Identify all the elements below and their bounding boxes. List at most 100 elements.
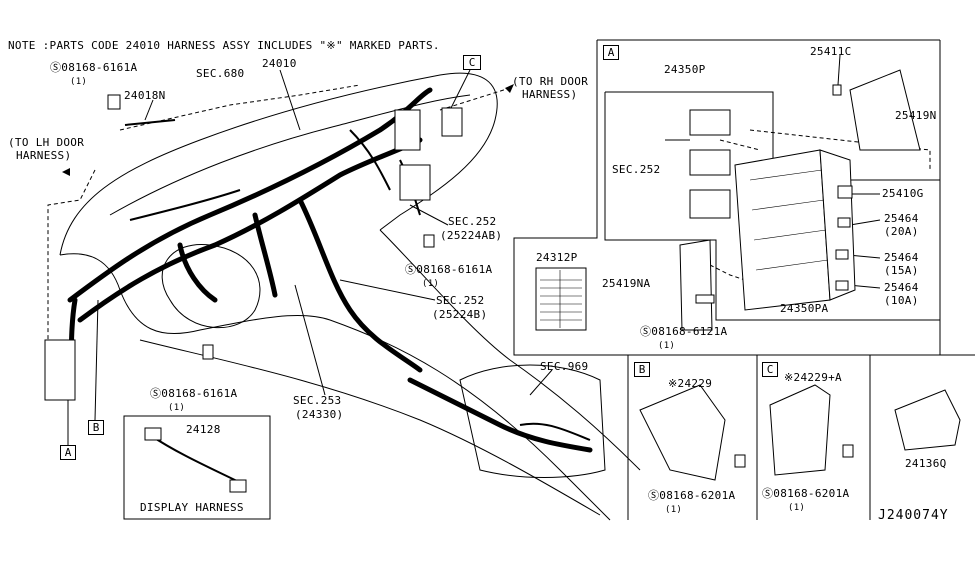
label-24018n: 24018N bbox=[124, 89, 166, 102]
label-bolt-fuse: Ⓢ08168-6121A bbox=[640, 325, 728, 338]
fuse-row-4 bbox=[755, 259, 829, 271]
leader-relay bbox=[719, 139, 761, 151]
part-24136q-body bbox=[894, 389, 961, 451]
connector-block-mid bbox=[399, 164, 431, 201]
callout-a-panel: A bbox=[603, 45, 619, 60]
bracket-25419na bbox=[679, 239, 713, 331]
fuse-20a-icon bbox=[837, 217, 851, 228]
label-24010: 24010 bbox=[262, 57, 297, 70]
callout-b-panel: B bbox=[634, 362, 650, 377]
label-25464-a-amp: (20A) bbox=[884, 225, 919, 238]
relay-3 bbox=[689, 189, 731, 219]
label-bolt-bottom-qty: (1) bbox=[168, 403, 186, 413]
label-25410g: 25410G bbox=[882, 187, 924, 200]
bolt-mid-icon bbox=[423, 234, 435, 248]
harness-branch-down bbox=[297, 197, 423, 373]
leader-to-lh-door bbox=[47, 169, 96, 360]
label-bolt-fuse-qty: (1) bbox=[658, 341, 676, 351]
label-bolt-b-qty: (1) bbox=[665, 505, 683, 515]
harness-main-trunk-2 bbox=[77, 137, 423, 323]
fuse-row-3 bbox=[753, 229, 827, 241]
callout-c-panel: C bbox=[762, 362, 778, 377]
label-display-harness: DISPLAY HARNESS bbox=[140, 501, 244, 514]
harness-branch-b bbox=[252, 212, 278, 298]
label-24229: ※24229 bbox=[668, 377, 713, 390]
fuse-row-1 bbox=[749, 169, 823, 181]
fuse-25410g-icon bbox=[837, 185, 853, 199]
label-25419n: 25419N bbox=[895, 109, 937, 122]
harness-console bbox=[407, 377, 593, 453]
label-bolt-c-qty: (1) bbox=[788, 503, 806, 513]
label-24229a: ※24229+A bbox=[784, 371, 842, 384]
label-to-lh-door-1: (TO LH DOOR bbox=[8, 136, 85, 149]
bolt-fuse-icon bbox=[695, 294, 715, 304]
leader-sec969 bbox=[529, 369, 553, 396]
label-to-rh-door-2: HARNESS) bbox=[522, 88, 578, 101]
harness-thin-console bbox=[519, 422, 591, 441]
arrow-to-rh-door bbox=[505, 84, 514, 93]
leader-sec252-b bbox=[339, 279, 436, 301]
label-25464-a: 25464 bbox=[884, 212, 919, 225]
bolt-top-left-icon bbox=[107, 94, 121, 110]
label-25419na: 25419NA bbox=[602, 277, 651, 290]
bolt-b-icon bbox=[734, 454, 746, 468]
connector-rh-door bbox=[441, 107, 463, 137]
label-bolt-top-left: Ⓢ08168-6161A bbox=[50, 61, 138, 74]
leader-callout-b bbox=[94, 299, 99, 421]
fuse-10a-icon bbox=[835, 280, 849, 291]
harness-thin-2 bbox=[349, 129, 391, 191]
label-sec252-a-sub: (25224AB) bbox=[440, 229, 503, 242]
label-25464-c-amp: (10A) bbox=[884, 294, 919, 307]
label-sec252-b: SEC.252 bbox=[436, 294, 485, 307]
label-sec969: SEC.969 bbox=[540, 360, 589, 373]
fuse-15a-icon bbox=[835, 249, 849, 260]
harness-thin-1 bbox=[129, 189, 241, 221]
relay-2 bbox=[689, 149, 731, 176]
harness-main-trunk bbox=[67, 87, 433, 303]
harness-branch-a bbox=[177, 242, 218, 303]
label-bolt-bottom: Ⓢ08168-6161A bbox=[150, 387, 238, 400]
fuse-box-body bbox=[734, 149, 831, 311]
leader-sec252-a bbox=[409, 204, 449, 226]
label-25464-b: 25464 bbox=[884, 251, 919, 264]
label-to-rh-door-1: (TO RH DOOR bbox=[512, 75, 589, 88]
dash-outline bbox=[59, 72, 498, 256]
leader-sec253 bbox=[294, 284, 326, 396]
bracket-25419n bbox=[849, 69, 921, 151]
leader-c bbox=[449, 69, 471, 111]
part-24229a-body bbox=[769, 384, 831, 476]
leader-24018n bbox=[144, 99, 154, 121]
harness-thin-24018n bbox=[124, 119, 176, 126]
note-text: NOTE :PARTS CODE 24010 HARNESS ASSY INCL… bbox=[8, 39, 440, 52]
label-sec252-a: SEC.252 bbox=[448, 215, 497, 228]
panel-display-harness bbox=[123, 415, 271, 520]
label-24350p: 24350P bbox=[664, 63, 706, 76]
label-bolt-c: Ⓢ08168-6201A bbox=[762, 487, 850, 500]
bolt-bottom-icon bbox=[202, 344, 214, 360]
label-bolt-top-left-qty: (1) bbox=[70, 77, 88, 87]
label-bolt-mid-qty: (1) bbox=[422, 279, 440, 289]
diagram-id: J240074Y bbox=[878, 508, 949, 523]
label-25411c: 25411C bbox=[810, 45, 852, 58]
label-bolt-mid: Ⓢ08168-6161A bbox=[405, 263, 493, 276]
leader-25411c bbox=[837, 54, 841, 86]
label-25464-c: 25464 bbox=[884, 281, 919, 294]
label-sec253-sub: (24330) bbox=[295, 408, 344, 421]
leader-25464-20a bbox=[849, 219, 881, 226]
part-24229-body bbox=[639, 384, 726, 481]
label-bolt-b: Ⓢ08168-6201A bbox=[648, 489, 736, 502]
leader-24010 bbox=[279, 69, 301, 131]
steering-area bbox=[161, 243, 261, 329]
console-box bbox=[459, 364, 606, 478]
bolt-c-icon bbox=[842, 444, 854, 458]
label-sec252-c: SEC.252 bbox=[612, 163, 661, 176]
label-24350pa: 24350PA bbox=[780, 302, 829, 315]
connector-block-top-right bbox=[394, 109, 421, 151]
harness-thin-display bbox=[149, 434, 246, 486]
leader-to-rh-door bbox=[439, 87, 511, 111]
relay-1 bbox=[689, 109, 731, 136]
leader-sec680 bbox=[119, 84, 361, 131]
display-connector-a bbox=[144, 427, 162, 441]
